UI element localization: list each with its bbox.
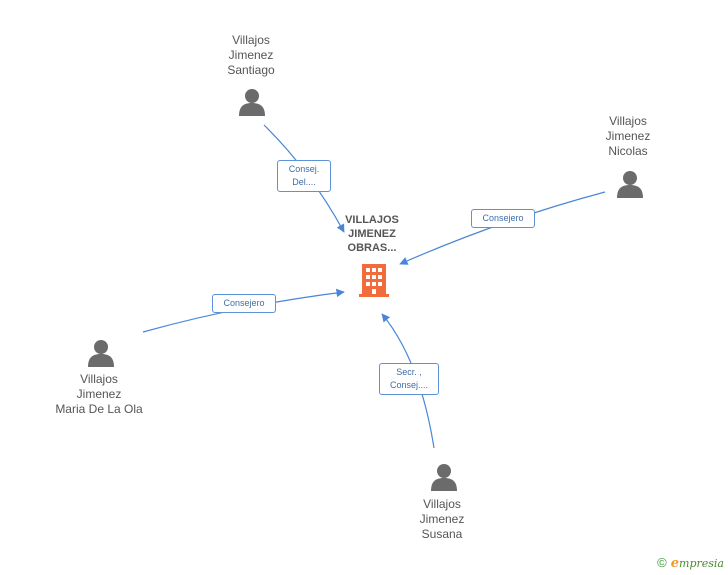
person-name-nicolas[interactable]: Villajos Jimenez Nicolas: [605, 114, 651, 158]
brand-logo: empresia: [670, 556, 724, 571]
person-icon[interactable]: [617, 171, 643, 198]
relation-label-nicolas[interactable]: Consejero: [471, 209, 535, 228]
building-icon[interactable]: [359, 264, 389, 297]
company-name[interactable]: VILLAJOS JIMENEZ OBRAS...: [345, 214, 399, 254]
person-name-susana[interactable]: Villajos Jimenez Susana: [419, 497, 465, 541]
relation-label-maria[interactable]: Consejero: [212, 294, 276, 313]
person-name-santiago[interactable]: Villajos Jimenez Santiago: [227, 33, 275, 77]
person-name-maria[interactable]: Villajos Jimenez Maria De La Ola: [55, 372, 143, 416]
relation-label-susana[interactable]: Secr. , Consej....: [379, 363, 439, 395]
brand-footer[interactable]: ©empresia: [657, 555, 724, 571]
relation-label-santiago[interactable]: Consej. Del....: [277, 160, 331, 192]
person-icon[interactable]: [431, 464, 457, 491]
copyright-icon: ©: [657, 555, 667, 570]
person-icon[interactable]: [239, 89, 265, 116]
edge-nicolas: [399, 191, 606, 265]
person-icon[interactable]: [88, 340, 114, 367]
